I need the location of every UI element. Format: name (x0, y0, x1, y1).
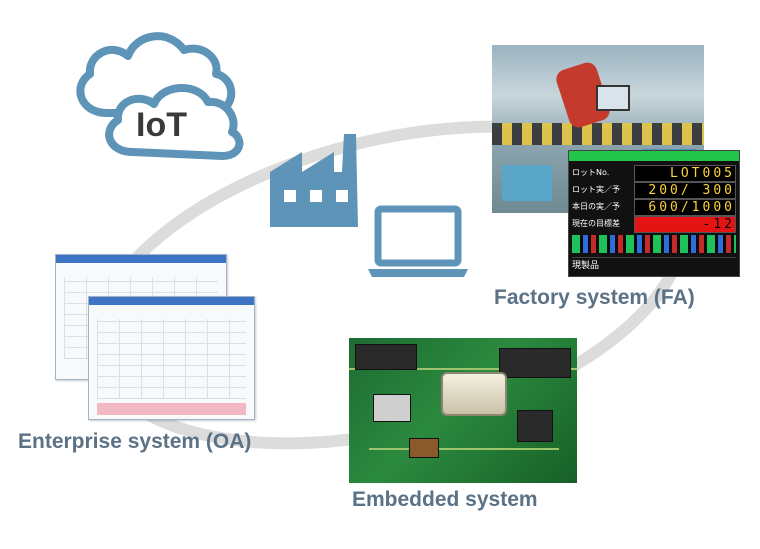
pcb-trace (369, 448, 559, 450)
panel-row-key: 本日の実／予 (572, 202, 620, 211)
embedded-circuit-board-photo (349, 338, 577, 483)
production-display-panel: ロットNo. LOT005 ロット実／予 200/ 300 本日の実／予 600… (568, 150, 740, 277)
crystal-oscillator (441, 372, 507, 416)
cloud-icon (76, 32, 244, 160)
data-grid (97, 319, 246, 399)
ic-chip (499, 348, 571, 378)
ic-chip (517, 410, 553, 442)
panel-row-value: LOT005 (634, 165, 736, 182)
ic-chip (355, 344, 417, 370)
laptop-icon (368, 205, 468, 277)
panel-row: 本日の実／予 600/1000 (572, 199, 736, 216)
iot-cloud: IoT (52, 30, 252, 165)
panel-row: 現在の目標差 -12 (572, 216, 736, 233)
panel-row-key: ロット実／予 (572, 185, 620, 194)
panel-row-value: -12 (634, 216, 736, 233)
highlight-row (97, 403, 246, 415)
embedded-caption: Embedded system (352, 488, 538, 511)
panel-footer: 現製品 (572, 257, 736, 274)
window-titlebar (56, 255, 226, 263)
process-status-bar (572, 235, 736, 253)
fa-caption: Factory system (FA) (494, 286, 695, 309)
robot-screen (596, 85, 630, 111)
parts-bin (502, 165, 552, 201)
enterprise-screen-front (88, 296, 255, 420)
capacitor (409, 438, 439, 458)
oa-caption: Enterprise system (OA) (18, 430, 252, 453)
panel-row-value: 600/1000 (634, 199, 736, 216)
panel-row-key: 現在の目標差 (572, 219, 620, 228)
window-titlebar (89, 297, 254, 305)
panel-status-bar (569, 151, 739, 161)
iot-label: IoT (136, 106, 187, 144)
factory-icon (270, 134, 358, 227)
panel-row: ロット実／予 200/ 300 (572, 182, 736, 199)
panel-row-value: 200/ 300 (634, 182, 736, 199)
panel-row-key: ロットNo. (572, 168, 610, 177)
panel-row: ロットNo. LOT005 (572, 165, 736, 182)
conveyor (492, 123, 704, 145)
shielded-module (373, 394, 411, 422)
pcb-trace (349, 368, 577, 370)
